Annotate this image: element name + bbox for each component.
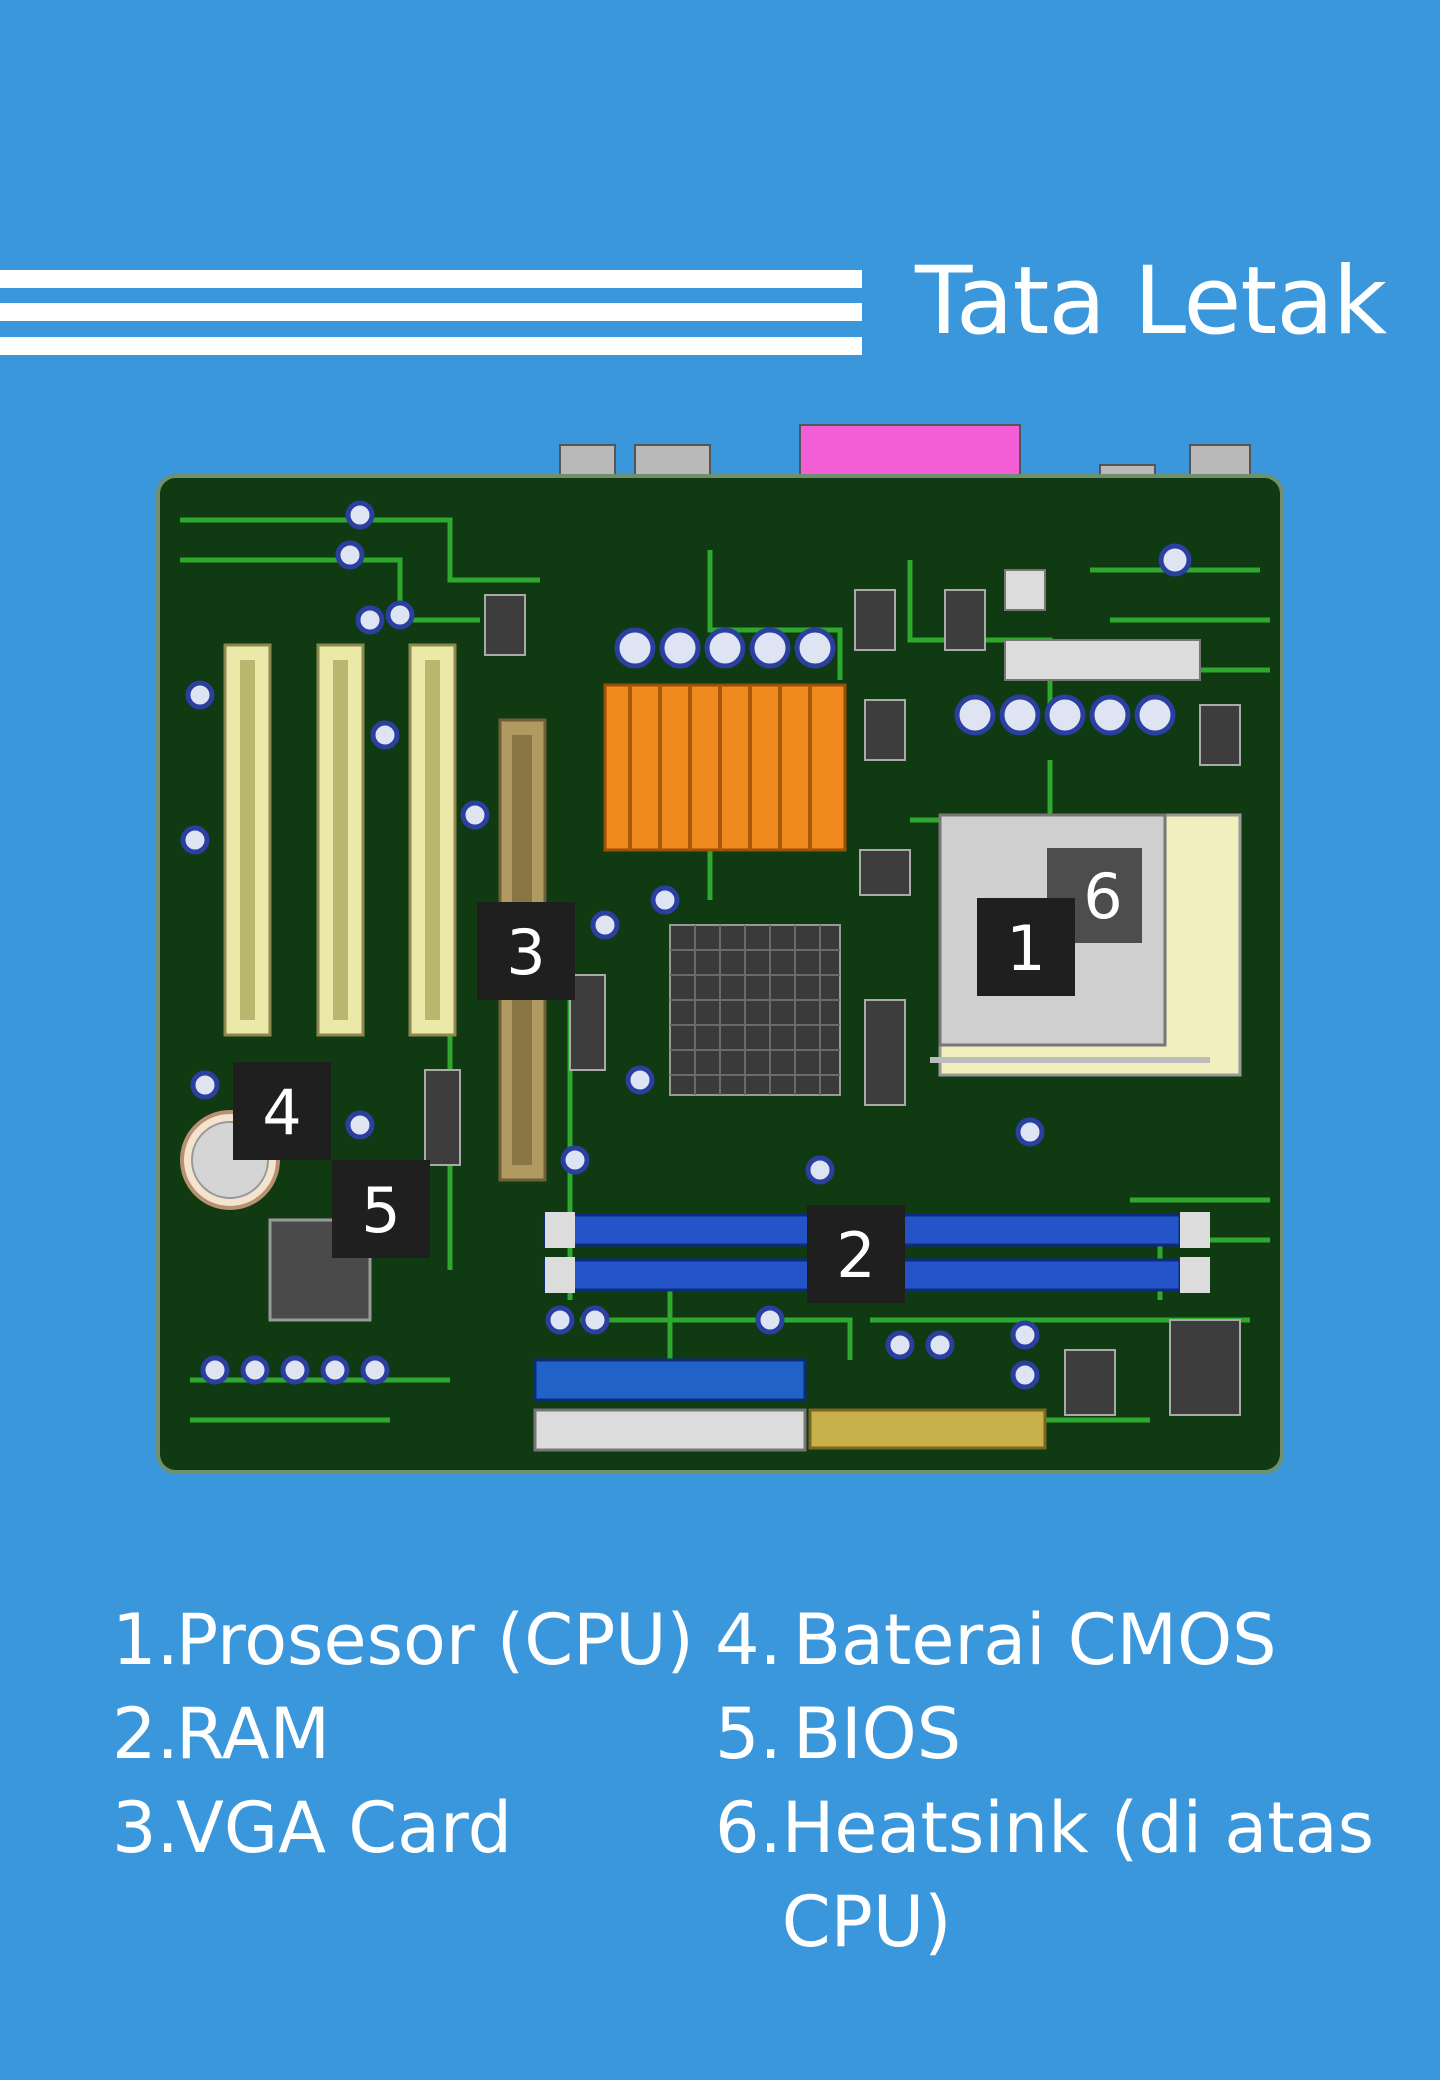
title-stripe-3: [0, 337, 862, 355]
legend-item: 1. Prosesor (CPU): [112, 1593, 752, 1687]
label-3-text: 3: [506, 916, 545, 989]
label-4-text: 4: [262, 1076, 301, 1149]
legend-number: 4.: [715, 1599, 782, 1681]
legend-right-column: 4. Baterai CMOS 5. BIOS 6. Heatsink (di …: [715, 1593, 1375, 1969]
title-stripe-1: [0, 270, 862, 288]
legend-text: BIOS: [793, 1693, 962, 1775]
legend-number: 3.: [112, 1787, 179, 1869]
label-6-text: 6: [1083, 860, 1122, 933]
pci-slots: [223, 643, 457, 1037]
label-5-text: 5: [361, 1174, 400, 1247]
southbridge-chip: [669, 924, 841, 1096]
legend-text: Baterai CMOS: [793, 1599, 1277, 1681]
label-1-text: 1: [1006, 912, 1045, 985]
legend-text: Prosesor (CPU): [176, 1599, 694, 1681]
northbridge-heatsink: [603, 683, 847, 852]
chips: [424, 589, 1241, 1416]
ide-connector-secondary: [533, 1408, 807, 1452]
motherboard-diagram: 6 1 2 3 4 5: [156, 424, 1284, 1474]
ide-connector-primary: [533, 1358, 807, 1402]
page-title: Tata Letak: [915, 247, 1387, 356]
label-marker-4: 4: [233, 1062, 331, 1160]
atx-power-connector: [1004, 639, 1201, 681]
legend-item: 2. RAM: [112, 1687, 752, 1781]
label-marker-3: 3: [477, 902, 575, 1000]
legend-left-column: 1. Prosesor (CPU) 2. RAM 3. VGA Card: [112, 1593, 752, 1875]
legend-item: 3. VGA Card: [112, 1781, 752, 1875]
label-2-text: 2: [836, 1219, 875, 1292]
legend-number: 6.: [715, 1787, 782, 1869]
legend-text: VGA Card: [176, 1787, 513, 1869]
label-marker-2: 2: [807, 1205, 905, 1303]
label-marker-5: 5: [332, 1160, 430, 1258]
title-stripe-2: [0, 303, 862, 321]
legend-item: 6. Heatsink (di atas CPU): [715, 1781, 1375, 1969]
legend-item: 5. BIOS: [715, 1687, 1375, 1781]
capacitors: [180, 500, 1192, 1390]
legend-number: 1.: [112, 1599, 179, 1681]
legend-item: 4. Baterai CMOS: [715, 1593, 1375, 1687]
legend-text: Heatsink (di atas CPU): [781, 1787, 1375, 1963]
label-marker-1: 1: [977, 898, 1075, 996]
aux-power-connector: [1004, 569, 1046, 611]
legend-number: 2.: [112, 1693, 179, 1775]
legend-number: 5.: [715, 1693, 782, 1775]
legend-text: RAM: [176, 1693, 331, 1775]
floppy-connector: [808, 1408, 1047, 1450]
